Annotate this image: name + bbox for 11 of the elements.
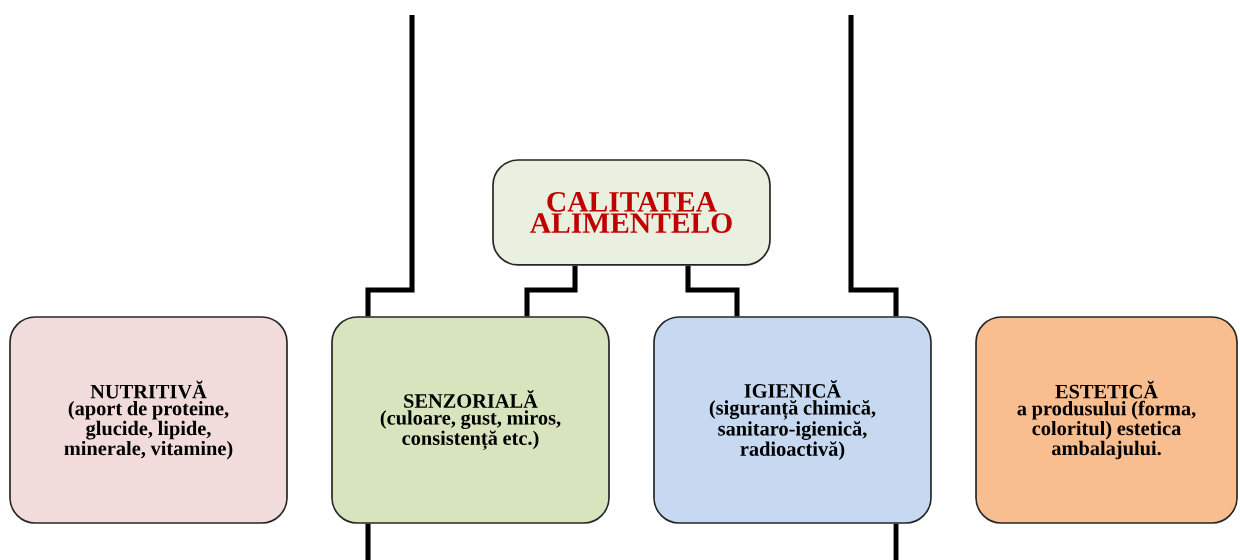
connector-line — [685, 265, 740, 317]
category-box: IGIENICĂ (siguranță chimică, sanitaro-igienică, radioactivă) — [653, 316, 932, 524]
connector-line — [848, 15, 899, 317]
category-box: SENZORIALĂ (culoare, gust, miros, consistență etc.) — [331, 316, 610, 524]
category-box: ESTETICĂ a produsului (forma, coloritul) estetica ambalajului. — [975, 316, 1238, 524]
connector-line — [365, 15, 415, 317]
category-box: NUTRITIVĂ (aport de proteine, glucide, lipide, minerale, vitamine) — [9, 316, 288, 524]
connector-line — [893, 523, 899, 560]
connector-line — [365, 523, 371, 560]
title-box: CALITATEA ALIMENTELO — [492, 159, 771, 266]
connector-line — [524, 265, 578, 317]
